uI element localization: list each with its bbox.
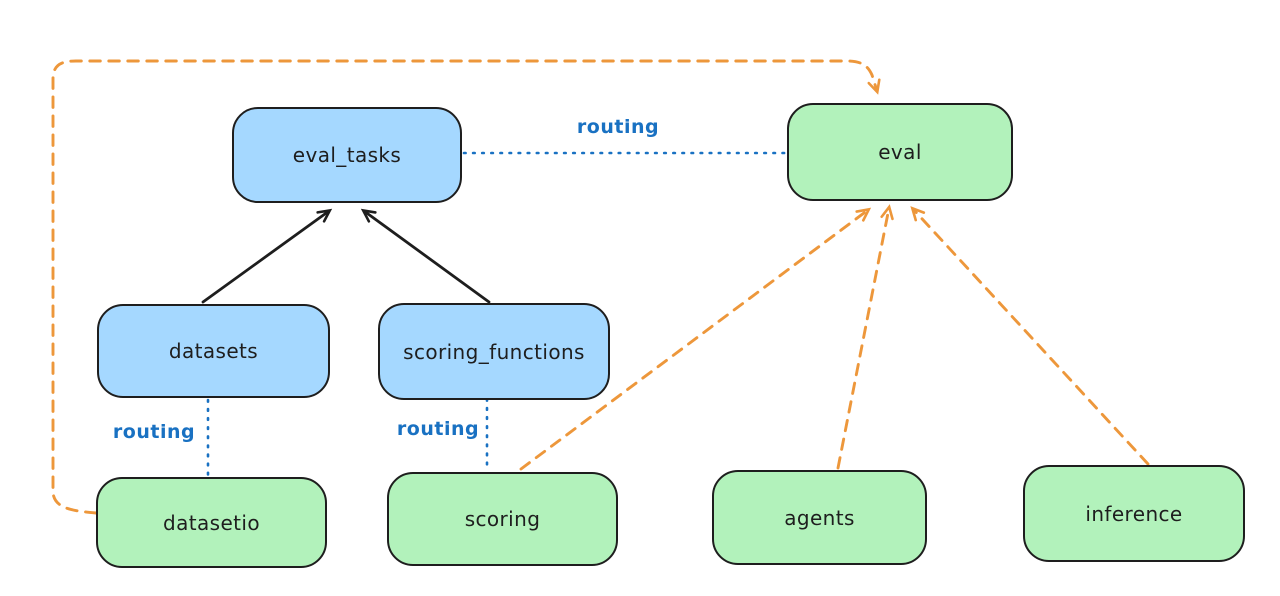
node-scoring-label: scoring [464,507,541,531]
node-inference-label: inference [1085,501,1183,526]
node-datasets-label: datasets [168,339,259,363]
edge-datasetio-to-eval [51,59,881,515]
node-inference: inference [1023,465,1245,562]
node-eval: eval [787,103,1013,201]
node-agents: agents [712,470,927,565]
node-datasetio: datasetio [96,477,327,568]
node-datasets: datasets [97,304,330,398]
node-datasetio-label: datasetio [162,510,260,535]
node-scoring-functions-label: scoring_functions [403,339,585,364]
routing-label-datasets-datasetio: routing [112,421,196,443]
node-agents-label: agents [784,505,855,530]
node-eval-tasks-label: eval_tasks [292,143,402,167]
edge-inference-to-eval [910,206,1150,466]
node-scoring-functions: scoring_functions [378,303,610,400]
node-eval-tasks: eval_tasks [232,107,462,203]
edge-agents-to-eval [836,204,894,470]
routing-label-eval-tasks-eval: routing [576,116,660,138]
routing-label-scoring-functions-scoring: routing [396,418,480,440]
node-eval-label: eval [878,140,922,164]
edge-datasets-to-eval-tasks [201,208,333,304]
edge-scoring-functions-to-eval-tasks [360,208,491,304]
node-scoring: scoring [387,472,618,566]
